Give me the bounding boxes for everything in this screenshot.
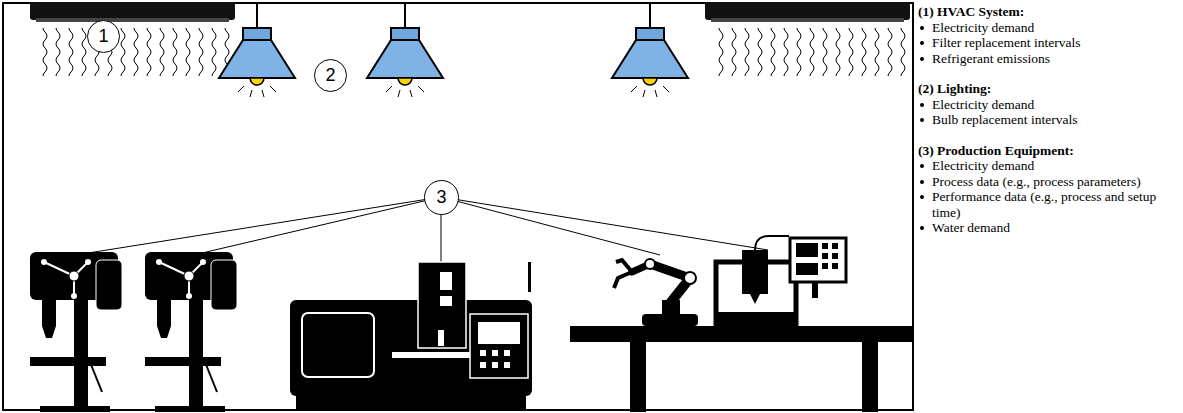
info-list: (1) HVAC System:Electricity demandFilter… — [918, 4, 1180, 236]
hvac-unit — [30, 2, 235, 76]
bullet-text: Water demand — [932, 220, 1010, 235]
bullet-row: Filter replacement intervals — [918, 35, 1180, 51]
bullet-dot — [920, 226, 924, 230]
bullet-row: Process data (e.g., process parameters) — [918, 174, 1180, 190]
section-heading: (1) HVAC System: — [918, 4, 1180, 20]
section-heading: (3) Production Equipment: — [918, 143, 1180, 159]
ceiling-lamp — [612, 3, 688, 97]
drill-press — [30, 252, 122, 412]
callout-circle: 1 — [87, 20, 120, 53]
ceiling-lamp — [219, 3, 295, 97]
bullet-text: Process data (e.g., process parameters) — [932, 174, 1141, 189]
bullet-row: Refrigerant emissions — [918, 51, 1180, 67]
bullet-dot — [920, 26, 924, 30]
bullet-text: Electricity demand — [932, 20, 1034, 35]
bullet-row: Electricity demand — [918, 158, 1180, 174]
callout-circle: 3 — [424, 180, 459, 215]
bullet-text: Electricity demand — [932, 158, 1034, 173]
drill-press — [145, 252, 237, 412]
bullet-text: Bulb replacement intervals — [932, 112, 1077, 127]
callout-number: 1 — [98, 26, 108, 47]
bullet-text: Filter replacement intervals — [932, 35, 1080, 50]
bullet-dot — [920, 118, 924, 122]
section-heading: (2) Lighting: — [918, 81, 1180, 97]
bullet-dot — [920, 57, 924, 61]
hvac-unit — [705, 2, 910, 76]
robot-arm — [614, 259, 698, 326]
room-outline — [3, 3, 913, 410]
engraving-machine — [716, 236, 846, 326]
bullet-dot — [920, 103, 924, 107]
bullet-row: Water demand — [918, 220, 1180, 236]
bullet-text: Refrigerant emissions — [932, 51, 1050, 66]
ceiling-lamp — [367, 3, 443, 97]
bullet-text: Electricity demand — [932, 97, 1034, 112]
bullet-dot — [920, 164, 924, 168]
bullet-row: Bulb replacement intervals — [918, 112, 1180, 128]
bullet-row: Performance data (e.g., process and setu… — [918, 189, 1180, 220]
work-table — [570, 326, 913, 412]
bullet-text: Performance data (e.g., process and setu… — [932, 189, 1156, 220]
bullet-row: Electricity demand — [918, 20, 1180, 36]
callout-number: 3 — [436, 187, 446, 208]
bullet-dot — [920, 180, 924, 184]
bullet-dot — [920, 41, 924, 45]
callout-number: 2 — [325, 65, 335, 86]
cnc-machine — [290, 262, 532, 410]
callout-circle: 2 — [314, 59, 347, 92]
bullet-dot — [920, 195, 924, 199]
bullet-row: Electricity demand — [918, 97, 1180, 113]
